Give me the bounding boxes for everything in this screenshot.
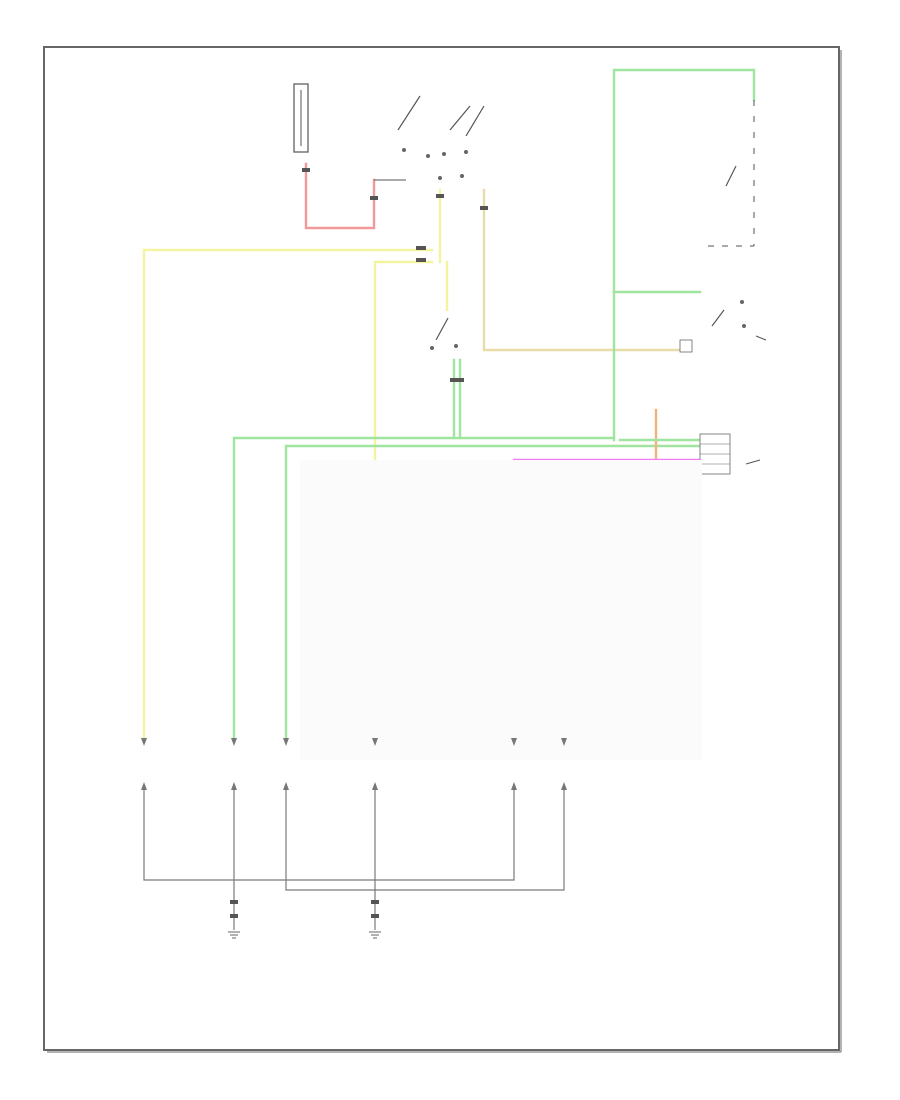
control-module — [618, 408, 761, 475]
relay-center — [430, 317, 458, 350]
relay-switch-icon — [725, 165, 737, 187]
tan-wire — [482, 188, 690, 352]
connector-pin-icon — [302, 168, 310, 172]
component-area — [300, 460, 702, 760]
green-wire-right — [612, 68, 756, 442]
green-wire-bus — [232, 436, 616, 742]
green-wire-bus-2 — [284, 444, 702, 742]
ground-wiring — [141, 782, 567, 939]
red-wire — [304, 162, 376, 230]
wire-terminals — [141, 738, 567, 746]
relay-switch-icon — [711, 309, 725, 327]
ground-symbol-icon — [228, 931, 381, 939]
relay-switch-icon — [397, 95, 421, 131]
ignition-switch — [397, 95, 485, 180]
relay-upper-right — [708, 100, 755, 247]
relay-switch-icon — [435, 317, 449, 341]
fuse-block — [293, 83, 309, 153]
relay-mid-right — [679, 300, 767, 353]
yellow-wire-left — [142, 248, 434, 742]
